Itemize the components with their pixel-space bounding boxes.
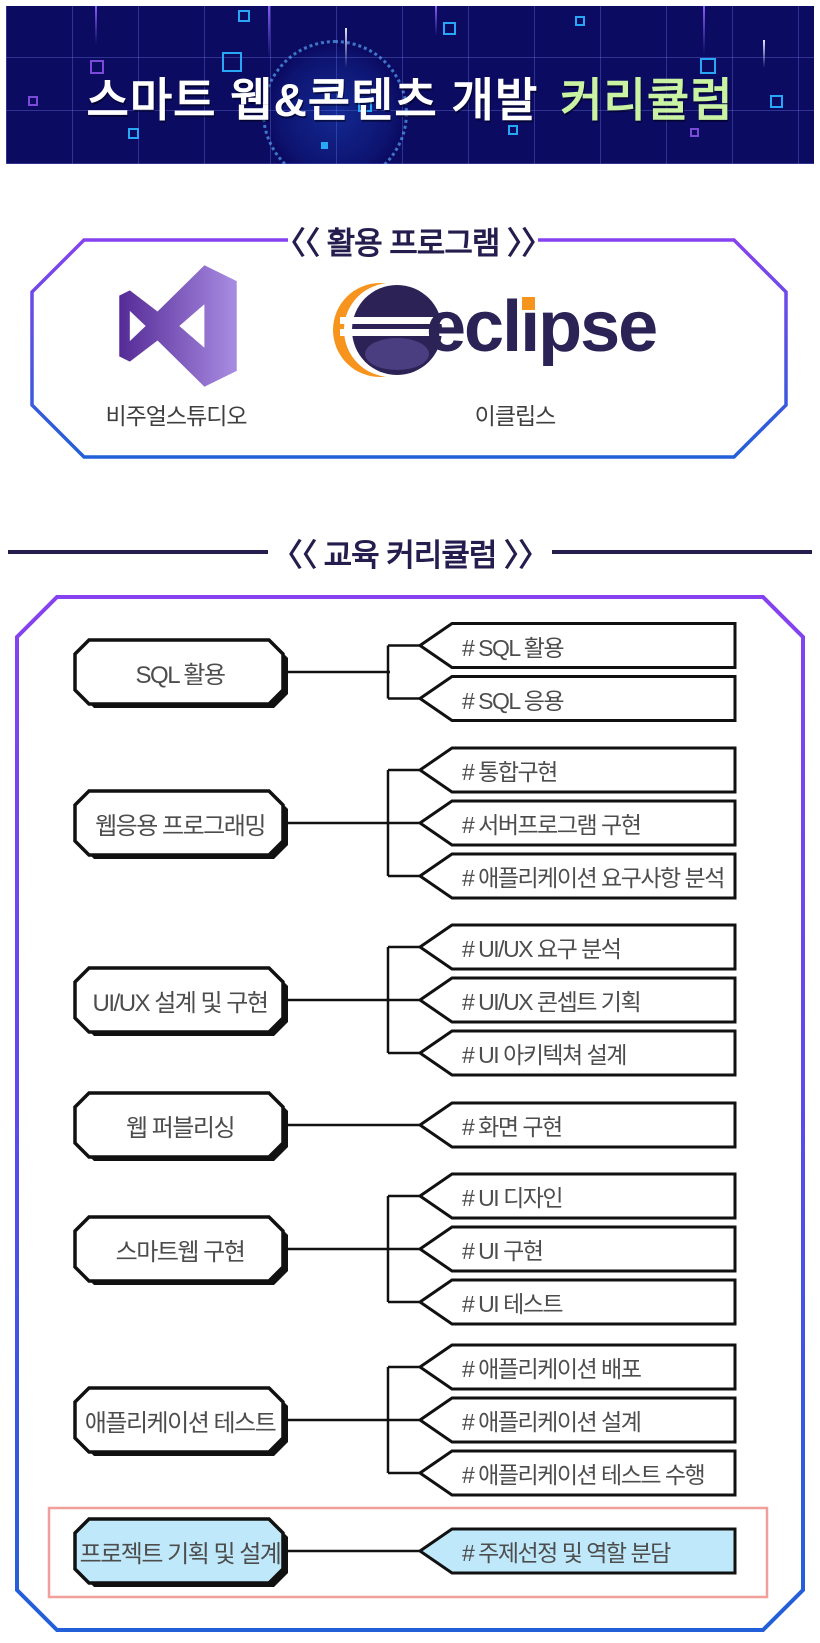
banner-decor-square (700, 58, 716, 74)
topic-tag-label: # SQL 활용 (462, 634, 565, 661)
section-title-curriculum: 〈〈 교육 커리큘럼 〉〉 (271, 537, 550, 573)
program-label-eclipse: 이클립스 (474, 403, 557, 429)
banner-title-accent: 커리큘럼 (560, 74, 734, 126)
subject-box-label: SQL 활용 (135, 661, 226, 689)
topic-tag-label: # 서버프로그램 구현 (462, 812, 642, 838)
topic-tag-label: # UI/UX 요구 분석 (462, 936, 622, 962)
topic-tag-shape (417, 622, 737, 669)
subject-box-shape (73, 966, 285, 1034)
subject-box-shape (73, 1215, 285, 1283)
topic-tag-shape (417, 1029, 737, 1077)
banner-decor-line (703, 6, 705, 54)
banner-decor-square (770, 95, 783, 108)
banner-decor-square (690, 128, 699, 137)
topic-tag-label: # UI 테스트 (462, 1291, 564, 1317)
eclipse-wordmark-part: ecl (426, 287, 522, 367)
topic-tag-label: # UI 디자인 (462, 1185, 564, 1211)
topic-tag-shape (417, 675, 737, 722)
topic-tag-shape (417, 1172, 737, 1220)
banner-title: 스마트 웹&콘텐츠 개발 커리큘럼 (6, 64, 814, 130)
banner-decor-square (128, 128, 139, 139)
curriculum-box-border (15, 595, 805, 1632)
subject-box-shape (73, 638, 285, 706)
topic-tag-label: # 화면 구현 (462, 1114, 563, 1140)
topic-tag-shape (417, 1396, 737, 1444)
banner-decor-line (435, 6, 437, 36)
subject-box-shape (73, 789, 285, 857)
topic-tag-label: # 애플리케이션 요구사항 분석 (462, 865, 725, 891)
banner-globe-decor (262, 40, 408, 164)
topic-tag-shape (417, 1101, 737, 1149)
program-label-visual-studio: 비주얼스튜디오 (105, 403, 247, 429)
banner-title-main: 스마트 웹&콘텐츠 개발 (86, 74, 539, 126)
programs-box-border (30, 238, 788, 459)
banner-decor-square (575, 16, 585, 26)
banner-decor-square (508, 125, 518, 135)
topic-tag-shape (417, 1278, 737, 1326)
topic-tag-label: # 애플리케이션 배포 (462, 1356, 642, 1382)
banner-decor-square (90, 60, 104, 74)
topic-tag-shape (417, 852, 737, 900)
banner-decor-square (358, 98, 372, 112)
subject-box-label: 프로젝트 기획 및 설계 (79, 1540, 282, 1568)
topic-tag-shape (417, 746, 737, 794)
subject-box-label: 애플리케이션 테스트 (84, 1409, 277, 1437)
topic-tag-shape (417, 1449, 737, 1497)
eclipse-logo-icon (333, 283, 442, 377)
visual-studio-logo-icon (119, 265, 237, 387)
banner-decor-square (28, 96, 38, 106)
highlight-frame (47, 1506, 769, 1599)
topic-tag-shape (417, 976, 737, 1024)
banner-decor-square (222, 52, 242, 72)
banner-decor-square (238, 10, 250, 22)
subject-box-label: UI/UX 설계 및 구현 (92, 989, 269, 1017)
topic-tag-label: # UI 아키텍쳐 설계 (462, 1042, 627, 1068)
subject-box-label: 웹 퍼블리싱 (125, 1114, 236, 1142)
topic-tag-label: # 애플리케이션 설계 (462, 1409, 642, 1435)
topic-tag-label: # 주제선정 및 역할 분담 (462, 1540, 671, 1566)
topic-tag-label: # 애플리케이션 테스트 수행 (462, 1462, 706, 1488)
section-title-programs: 〈〈 활용 프로그램 〉〉 (274, 225, 553, 261)
subject-box-shape (73, 1386, 285, 1454)
subject-box-shape (73, 1091, 285, 1159)
banner-decor-line (268, 6, 270, 58)
eclipse-wordmark-i: ı (520, 287, 540, 367)
banner-decor-line (763, 40, 765, 68)
banner-decor-square (321, 142, 328, 149)
eclipse-wordmark-part: pse (538, 287, 658, 367)
topic-tag-shape (417, 1527, 737, 1575)
banner-decor-square (443, 22, 456, 35)
banner: 스마트 웹&콘텐츠 개발 커리큘럼 (6, 6, 814, 164)
topic-tag-label: # UI 구현 (462, 1238, 544, 1264)
subject-box-label: 스마트웹 구현 (115, 1238, 246, 1266)
banner-decor-line (95, 6, 97, 44)
subject-box-label: 웹응용 프로그래밍 (95, 812, 266, 840)
topic-tag-shape (417, 1343, 737, 1391)
topic-tag-label: # SQL 응용 (462, 687, 565, 714)
subject-box-shape (73, 1517, 285, 1585)
eclipse-i-dot (522, 297, 536, 310)
topic-tag-shape (417, 923, 737, 971)
topic-tag-shape (417, 799, 737, 847)
topic-tag-label: # UI/UX 콘셉트 기획 (462, 989, 642, 1015)
topic-tag-label: # 통합구현 (462, 759, 558, 785)
banner-decor-line (345, 28, 347, 68)
topic-tag-shape (417, 1225, 737, 1273)
